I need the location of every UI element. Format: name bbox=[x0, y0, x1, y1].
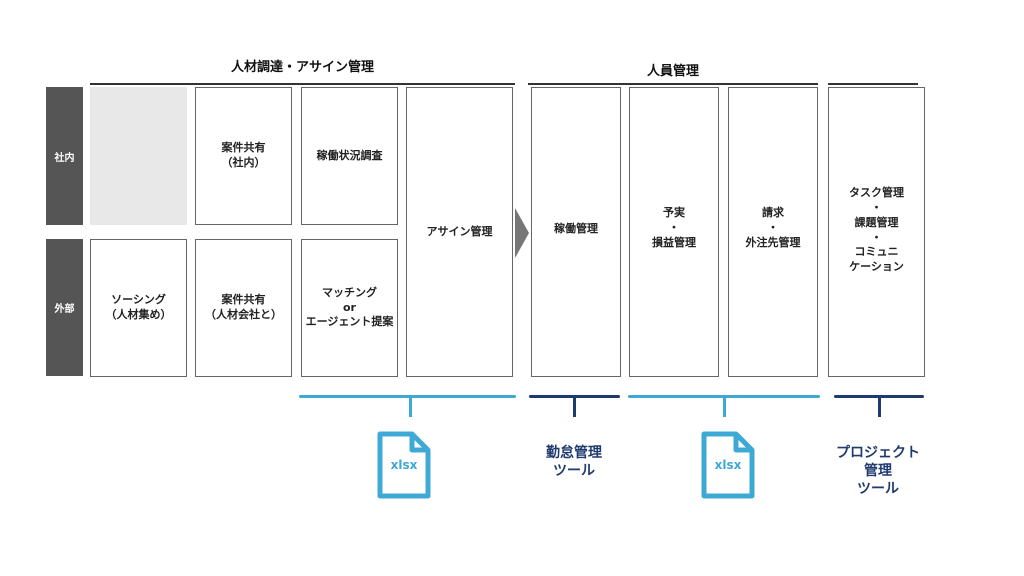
attendance-tool-label: 勤怠管理 ツール bbox=[546, 445, 602, 480]
box-task: タスク管理 ・ 課題管理 ・ コミュニ ケーション bbox=[828, 87, 925, 377]
section-title-talent: 人材調達・アサイン管理 bbox=[230, 60, 374, 75]
section-rule-project bbox=[828, 83, 918, 85]
box-billing: 請求 ・ 外注先管理 bbox=[728, 87, 818, 377]
bracket-stem-project-tool bbox=[878, 397, 881, 417]
box-assign-mgmt: アサイン管理 bbox=[406, 87, 513, 377]
section-rule-talent bbox=[90, 83, 515, 85]
box-budget: 予実 ・ 損益管理 bbox=[629, 87, 719, 377]
bracket-project-tool bbox=[834, 395, 924, 398]
box-utilization-survey: 稼働状況調査 bbox=[301, 87, 398, 225]
chevron-arrow-icon bbox=[515, 208, 529, 258]
row-label-internal: 社内 bbox=[46, 87, 83, 225]
box-attendance-mgmt: 稼働管理 bbox=[531, 87, 621, 377]
xlsx-label-1: xlsx bbox=[390, 458, 418, 472]
box-case-share-vendor: 案件共有 （人材会社と） bbox=[195, 239, 292, 377]
section-title-staff: 人員管理 bbox=[646, 64, 699, 79]
bracket-xlsx-2 bbox=[628, 395, 820, 398]
box-sourcing: ソーシング （人材集め） bbox=[90, 239, 187, 377]
box-case-share-internal: 案件共有 （社内） bbox=[195, 87, 292, 225]
empty-cell bbox=[90, 87, 187, 225]
xlsx-label-2: xlsx bbox=[714, 458, 742, 472]
bracket-stem-xlsx-1 bbox=[409, 397, 412, 417]
project-tool-label: プロジェクト 管理 ツール bbox=[836, 445, 920, 498]
xlsx-file-icon-2 bbox=[700, 430, 756, 500]
box-matching: マッチング or エージェント提案 bbox=[301, 239, 398, 377]
row-label-external: 外部 bbox=[46, 239, 83, 376]
bracket-stem-xlsx-2 bbox=[723, 397, 726, 417]
xlsx-file-icon bbox=[376, 430, 432, 500]
bracket-stem-attendance-tool bbox=[573, 397, 576, 417]
section-rule-staff bbox=[528, 83, 818, 85]
bracket-xlsx-1 bbox=[299, 395, 516, 398]
bracket-attendance-tool bbox=[529, 395, 620, 398]
